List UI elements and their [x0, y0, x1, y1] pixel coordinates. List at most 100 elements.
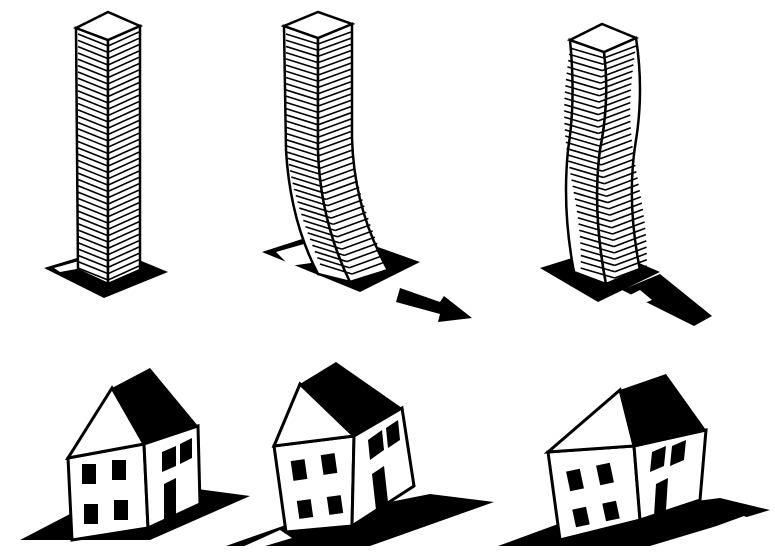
floor-line — [107, 157, 140, 174]
floor-line — [578, 223, 613, 235]
floor-line — [566, 147, 601, 160]
floor-line — [295, 194, 329, 207]
floor-line — [77, 39, 109, 54]
floor-line — [77, 45, 109, 60]
tower-s-curve-roof — [566, 22, 640, 54]
house-tilting-front-wall — [272, 434, 356, 534]
floor-line — [285, 107, 319, 120]
floor-line — [297, 201, 330, 213]
floor-line — [285, 95, 319, 107]
floor-line — [600, 145, 633, 160]
floor-line — [567, 66, 602, 78]
floor-line — [107, 81, 140, 98]
floor-line — [107, 170, 140, 186]
ground-motion-arrow-right — [396, 288, 472, 322]
house-tilting-more-window — [572, 506, 590, 528]
floor-line — [107, 164, 140, 180]
floor-line — [107, 138, 140, 155]
floor-line — [107, 221, 140, 237]
house-upright-side-window — [180, 438, 192, 464]
floor-line — [107, 252, 140, 269]
floor-line — [568, 59, 603, 72]
floor-line — [331, 205, 365, 219]
floor-line — [335, 217, 369, 232]
floor-line — [107, 233, 140, 250]
floor-line — [577, 216, 613, 229]
floor-line — [77, 71, 109, 85]
floor-line — [107, 94, 140, 110]
tower-upright — [44, 10, 168, 298]
floor-line — [77, 241, 109, 256]
floor-line — [614, 252, 648, 267]
tower-upright-roof — [72, 10, 144, 42]
floor-line — [77, 83, 109, 98]
floor-line — [107, 214, 140, 231]
floor-line — [288, 163, 322, 176]
floor-line — [77, 96, 109, 110]
floor-line — [565, 78, 601, 91]
floor-line — [598, 126, 632, 141]
floor-line — [107, 50, 140, 66]
floor-line — [303, 219, 336, 232]
floor-line — [598, 101, 631, 116]
house-tilting-window — [290, 459, 308, 481]
floor-line — [314, 250, 348, 263]
floor-line — [77, 235, 109, 250]
floor-line — [565, 141, 601, 154]
floor-line — [77, 33, 109, 47]
floor-line — [285, 114, 319, 126]
floor-line — [77, 260, 109, 275]
floor-line — [77, 248, 109, 262]
floor-line — [327, 192, 362, 207]
floor-line — [317, 80, 352, 95]
house-upright-side-door — [164, 478, 176, 522]
floor-line — [317, 74, 352, 89]
floor-line — [77, 128, 109, 142]
house-tilting-more-side-window — [650, 446, 666, 472]
house-upright-window — [112, 460, 126, 480]
floor-line — [77, 216, 109, 231]
floor-line — [77, 159, 109, 174]
floor-line — [580, 254, 615, 267]
floor-line — [77, 210, 109, 224]
floor-line — [286, 151, 320, 163]
floor-line — [107, 145, 140, 161]
floor-line — [285, 89, 319, 101]
tower-bending — [262, 10, 472, 322]
floor-line — [323, 174, 357, 188]
floor-line — [614, 246, 647, 260]
floor-line — [107, 88, 140, 104]
floor-line — [107, 31, 140, 47]
floor-line — [317, 68, 352, 83]
floor-line — [77, 58, 109, 73]
floor-line — [603, 164, 636, 179]
floor-line — [570, 172, 605, 185]
house-upright-front-wall — [66, 442, 150, 542]
house-upright-window — [84, 504, 98, 524]
floor-line — [77, 102, 109, 117]
floor-line — [565, 84, 600, 97]
floor-line — [107, 132, 140, 148]
floor-line — [569, 47, 605, 59]
floor-line — [571, 179, 606, 191]
floor-line — [317, 37, 352, 51]
floor-line — [597, 108, 631, 122]
house-tilting-side-window — [368, 430, 384, 460]
floor-line — [563, 110, 599, 122]
floor-line — [325, 186, 360, 201]
floor-line — [598, 89, 632, 103]
house-tilting-window — [320, 453, 338, 475]
floor-line — [286, 145, 319, 157]
floor-line — [317, 124, 352, 138]
floor-line — [564, 128, 600, 141]
floor-line — [574, 198, 610, 210]
floor-line — [599, 139, 633, 154]
floor-line — [107, 208, 140, 224]
floor-line — [299, 207, 332, 219]
floor-line — [576, 210, 612, 223]
floor-line — [289, 169, 323, 182]
tower-bending-roof — [280, 10, 356, 40]
floor-line — [317, 62, 352, 76]
floor-line — [317, 118, 352, 132]
